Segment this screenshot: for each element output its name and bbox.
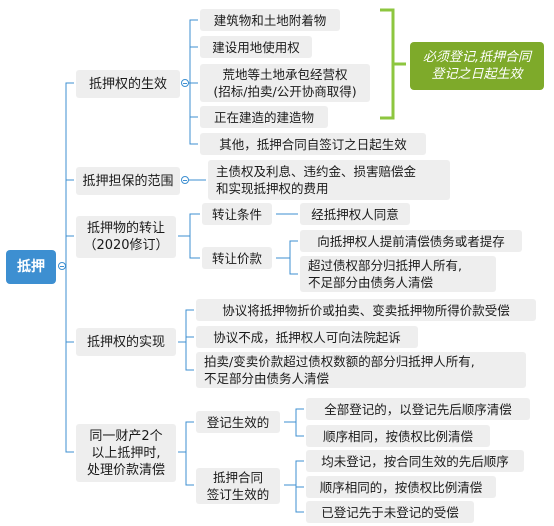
bracket xyxy=(380,8,406,120)
price-excess-shortfall[interactable]: 超过债权部分归抵押人所有, 不足部分由债务人清偿 xyxy=(300,256,496,292)
condition-consent[interactable]: 经抵押权人同意 xyxy=(300,203,410,225)
root-node[interactable]: 抵押 xyxy=(6,250,56,284)
branch-realization[interactable]: 抵押权的实现 xyxy=(76,328,176,356)
effect-item-under-construction[interactable]: 正在建造的建造物 xyxy=(200,106,328,128)
branch-transfer[interactable]: 抵押物的转让 （2020修订） xyxy=(76,216,176,258)
registered-priority[interactable]: 已登记先于未登记的受偿 xyxy=(306,501,474,523)
scope-item[interactable]: 主债权及利息、违约金、损害赔偿金 和实现抵押权的费用 xyxy=(208,160,450,200)
collapse-toggle-icon[interactable] xyxy=(181,176,189,184)
effect-item-other[interactable]: 其他，抵押合同自签订之日起生效 xyxy=(200,133,426,155)
realization-excess-shortfall[interactable]: 拍卖/变卖价款超过债权数额的部分归抵押人所有, 不足部分由债务人清偿 xyxy=(196,352,526,388)
collapse-toggle-icon[interactable] xyxy=(181,79,189,87)
unregistered-order[interactable]: 均未登记，按合同生效的先后顺序 xyxy=(306,450,524,472)
effect-item-buildings[interactable]: 建筑物和土地附着物 xyxy=(200,9,340,31)
registered-effect[interactable]: 登记生效的 xyxy=(196,411,280,433)
transfer-price[interactable]: 转让价款 xyxy=(202,247,272,269)
registration-note: 必须登记,抵押合同 登记之日起生效 xyxy=(410,42,544,90)
effect-item-wasteland[interactable]: 荒地等土地承包经营权 (招标/拍卖/公开协商取得) xyxy=(200,64,370,102)
effect-item-land-use-right[interactable]: 建设用地使用权 xyxy=(200,36,312,58)
branch-effect[interactable]: 抵押权的生效 xyxy=(76,70,180,98)
contract-effect[interactable]: 抵押合同 签订生效的 xyxy=(196,468,280,504)
branch-multiple-mortgages[interactable]: 同一财产2个 以上抵押时, 处理价款清偿 xyxy=(76,424,176,482)
registered-order[interactable]: 全部登记的，以登记先后顺序清偿 xyxy=(306,398,530,420)
collapse-toggle-icon[interactable] xyxy=(58,262,66,270)
branch-scope[interactable]: 抵押担保的范围 xyxy=(76,167,180,195)
registered-same-order[interactable]: 顺序相同，按债权比例清偿 xyxy=(306,425,490,447)
realization-agreement[interactable]: 协议将抵押物折价或拍卖、变卖抵押物所得价款受偿 xyxy=(196,299,536,321)
realization-court[interactable]: 协议不成，抵押权人可向法院起诉 xyxy=(196,326,418,348)
transfer-condition[interactable]: 转让条件 xyxy=(202,203,272,225)
price-early-repay[interactable]: 向抵押权人提前清偿债务或者提存 xyxy=(300,230,522,252)
contract-same-order[interactable]: 顺序相同的，按债权比例清偿 xyxy=(306,476,496,498)
